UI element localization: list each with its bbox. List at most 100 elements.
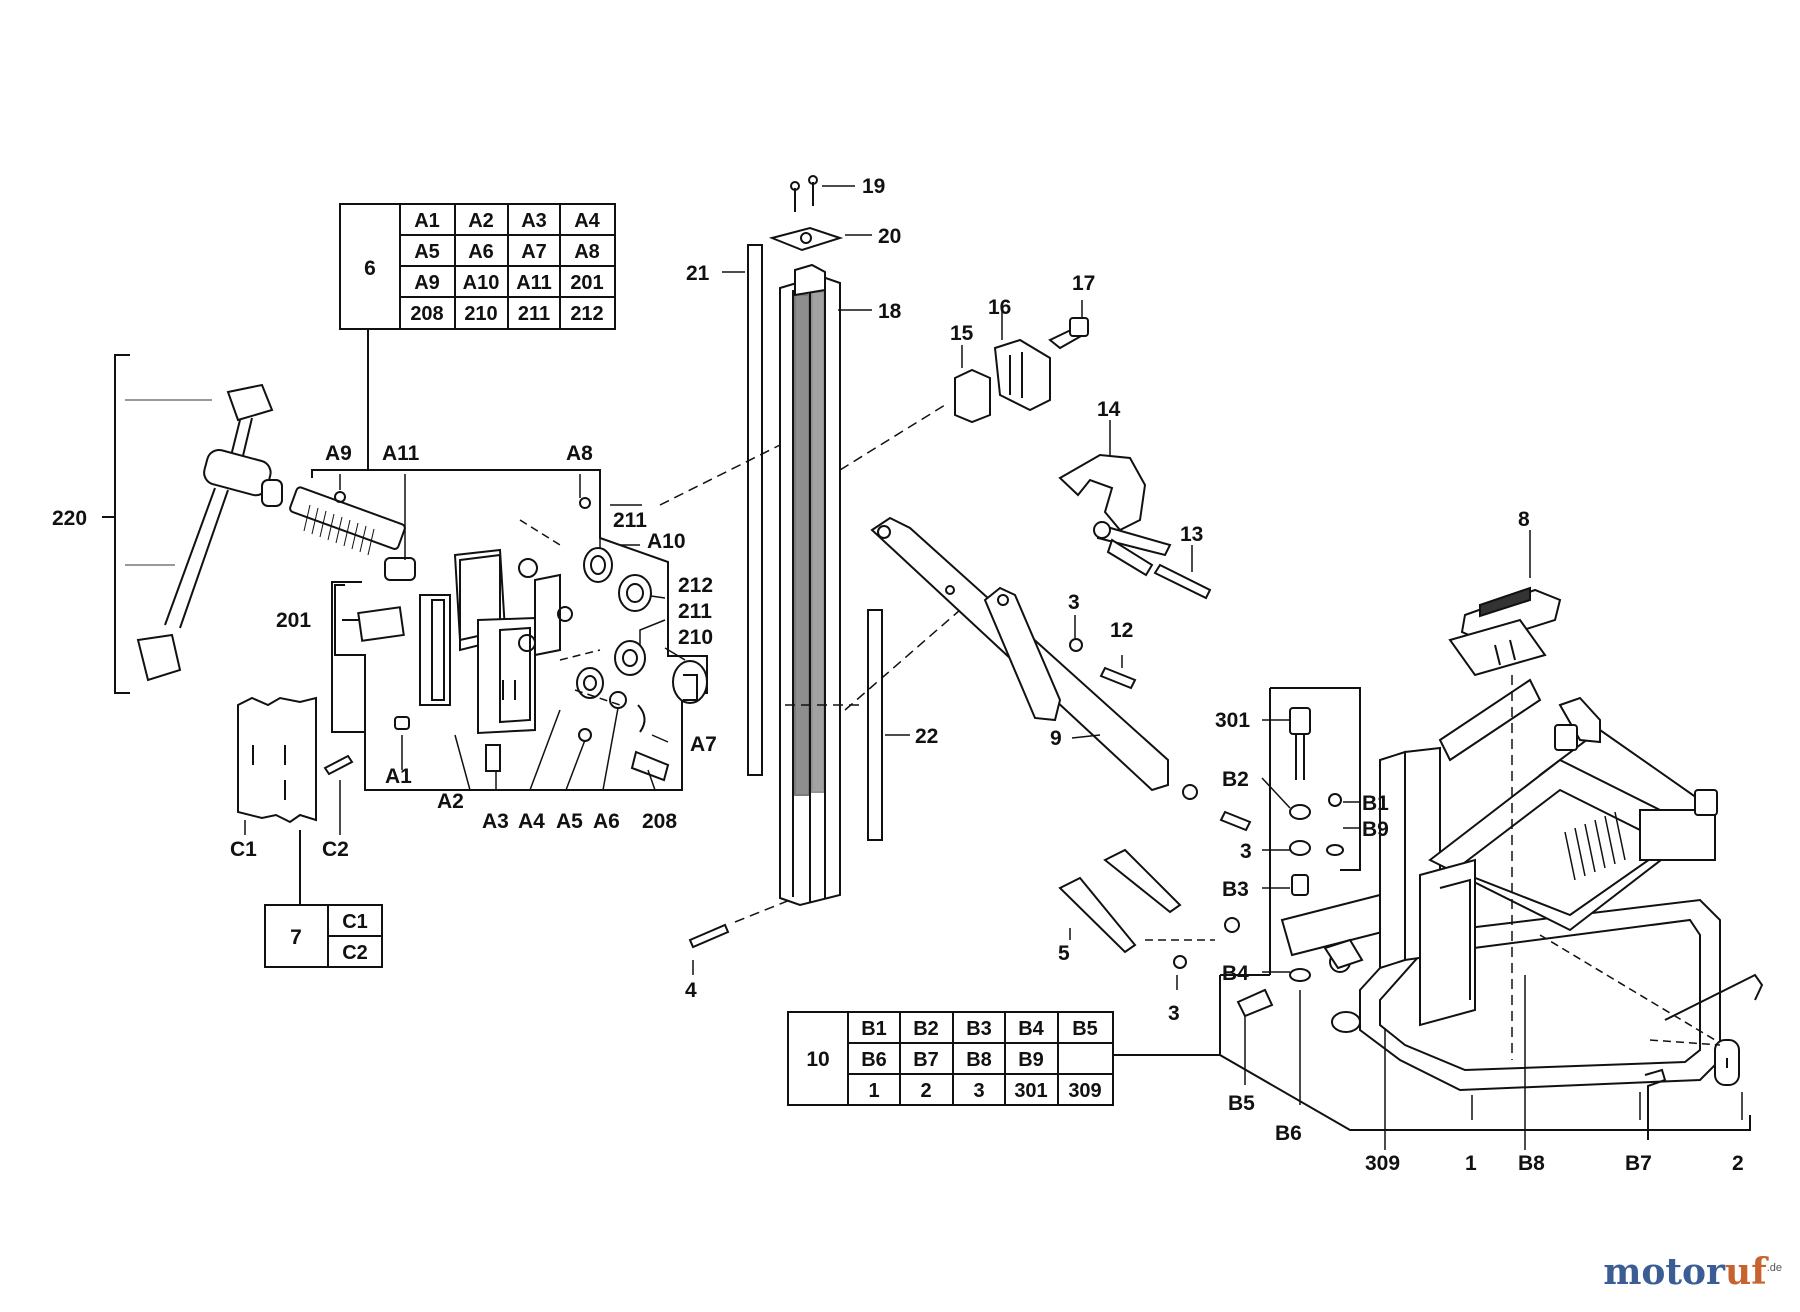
kit-6-cell: A1 <box>414 210 440 232</box>
kit-10-cell: B2 <box>913 1018 939 1040</box>
screw-C2 <box>323 754 354 776</box>
callout: 13 <box>1180 523 1203 546</box>
base-plate-1 <box>1236 678 1721 1092</box>
callout: 18 <box>878 300 902 323</box>
callout: 12 <box>1110 619 1133 642</box>
kit-6-cell: 201 <box>570 272 603 294</box>
kit-6-cell: 211 <box>518 303 550 325</box>
kit-6-cell: A5 <box>414 241 440 263</box>
callout: 22 <box>915 725 938 748</box>
kit-6-table <box>339 203 616 330</box>
kit-6-cell: A8 <box>574 241 600 263</box>
callout: A5 <box>556 810 583 833</box>
ring-A5 <box>578 728 592 742</box>
part-301 <box>1289 707 1311 780</box>
kit-10-cell: 2 <box>920 1080 931 1102</box>
part-A8 <box>579 497 591 509</box>
callout: A1 <box>385 765 412 788</box>
carriage-group-outline <box>311 469 708 791</box>
kit-10-table <box>787 1011 1114 1106</box>
callout: 8 <box>1518 508 1530 531</box>
handle-220 <box>125 383 416 682</box>
callout: A2 <box>437 790 464 813</box>
callout: 16 <box>988 296 1011 319</box>
screws-19 <box>790 175 818 212</box>
kit-6-cell: A6 <box>468 241 494 263</box>
callout: 309 <box>1365 1152 1400 1175</box>
callout: 220 <box>52 507 87 530</box>
kit-7-cell: C1 <box>342 911 368 933</box>
carriage-body <box>419 548 561 772</box>
column-18 <box>779 263 841 907</box>
kit-6-cell: 210 <box>464 303 497 325</box>
kit-6-number: 6 <box>364 257 376 280</box>
callout: A11 <box>382 442 420 465</box>
kit-6-cell: A3 <box>521 210 547 232</box>
callout: A10 <box>647 530 686 553</box>
kit-6-cell: A11 <box>516 272 552 294</box>
ring-A6 <box>609 691 627 709</box>
cap-20 <box>768 226 844 252</box>
bearing-212 <box>618 574 652 612</box>
callout: 210 <box>678 626 713 649</box>
callout: A3 <box>482 810 509 833</box>
logo-text-b: uf <box>1725 1251 1767 1293</box>
kit-10-cell: 3 <box>973 1080 984 1102</box>
bearing-211b <box>614 640 646 676</box>
kit-6-cell: 212 <box>570 303 603 325</box>
kit-7-number: 7 <box>290 926 302 949</box>
callout: C1 <box>230 838 257 861</box>
part-A9 <box>334 491 346 503</box>
callout: B2 <box>1222 768 1249 791</box>
callout: 4 <box>685 979 697 1002</box>
callout: B3 <box>1222 878 1249 901</box>
callout: 1 <box>1465 1152 1477 1175</box>
screw-12 <box>1099 666 1137 690</box>
callout: B1 <box>1362 792 1389 815</box>
logo-suffix: .de <box>1766 1262 1782 1274</box>
strip-21 <box>747 244 763 776</box>
callout: 212 <box>678 574 713 597</box>
pin-13 <box>1153 563 1212 600</box>
clamp-15 <box>954 368 991 424</box>
callout: B9 <box>1362 818 1389 841</box>
label-plate-201 <box>357 606 405 642</box>
callout: 201 <box>276 609 311 632</box>
callout: 301 <box>1215 709 1250 732</box>
bushing-A4 <box>576 667 604 699</box>
callout: B5 <box>1228 1092 1255 1115</box>
callout: 3 <box>1068 591 1080 614</box>
part-8 <box>1448 586 1562 677</box>
kit-10-cell: B1 <box>861 1018 887 1040</box>
part-C1 <box>237 696 317 824</box>
clip-A7 <box>637 704 646 733</box>
base-group-outline <box>1270 687 1361 871</box>
kit-10-cell: B3 <box>966 1018 992 1040</box>
kit-10-cells: 10 B1 B2 B3 B4 B5 B6 B7 B8 B9 1 2 3 301 … <box>806 1018 1101 1102</box>
kit-6-cell: A9 <box>414 272 440 294</box>
strip-22 <box>867 609 883 841</box>
callout: B4 <box>1222 962 1249 985</box>
kit-10-cell: 1 <box>868 1080 879 1102</box>
lever-14 <box>1058 453 1172 577</box>
kit-10-cell: B8 <box>966 1049 992 1071</box>
callout: B8 <box>1518 1152 1545 1175</box>
callout: 208 <box>642 810 677 833</box>
callout: 14 <box>1097 398 1121 421</box>
kit-10-cell: 309 <box>1068 1080 1101 1102</box>
bearing-211a <box>583 547 613 583</box>
knob-210 <box>672 660 708 704</box>
callout: 211 <box>678 600 712 623</box>
kit-7-table <box>264 904 383 968</box>
kit-10-cell: B4 <box>1018 1018 1044 1040</box>
screw-5b <box>1103 848 1182 914</box>
callout: 211 <box>613 509 647 532</box>
callout: 9 <box>1050 727 1062 750</box>
kit-6-cell: A4 <box>574 210 600 232</box>
callout: 3 <box>1240 840 1252 863</box>
callout: 21 <box>686 262 710 285</box>
screw-4 <box>688 923 730 949</box>
kit-7-cells: 7 C1 C2 <box>290 911 368 964</box>
logo-text-a: motor <box>1603 1251 1726 1293</box>
